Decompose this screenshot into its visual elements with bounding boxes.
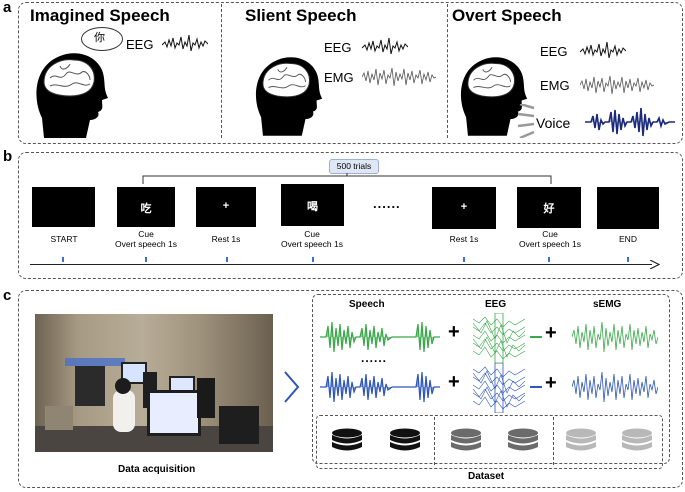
cue-1-character: 吃 [140,203,152,215]
imagined-eeg-signal [162,34,208,52]
speech-waveform-green [320,321,440,353]
rows-ellipsis: ...... [361,351,388,365]
panel-a-divider-1 [221,4,222,138]
silent-speech-title: Slient Speech [245,6,357,25]
rest-2-label: Rest 1s [449,234,479,244]
panel-b-label: b [3,148,13,165]
head-brain-icon-imagined [36,53,108,138]
panel-a-frame [18,2,683,144]
database-icon-light [566,428,596,451]
cue-1-label: Cue Overt speech 1s [115,229,177,249]
rest-1-label: Rest 1s [211,234,241,244]
rest-screen-1 [196,187,256,227]
panel-c-label: c [3,287,12,304]
timeline-tick [463,257,465,262]
panel-a-divider-2 [447,4,448,138]
lab-photo [35,314,273,452]
cue-3-label: Cue Overt speech 1s [519,229,581,249]
sequence-ellipsis: ...... [373,196,401,211]
cue-2-label: Cue Overt speech 1s [281,229,343,249]
database-icon-gray [508,428,538,451]
thought-bubble [81,27,123,51]
timeline-tick [312,257,314,262]
plus-sign: + [545,372,557,394]
silent-emg-signal [362,67,436,87]
speech-waveform-blue [320,371,440,403]
panel-c-frame [18,290,683,488]
eeg-column-header: EEG [485,299,507,310]
database-icon-gray [451,428,481,451]
imagined-speech-title: Imagined Speech [30,6,170,25]
flow-arrow-icon [284,371,300,403]
dataset-caption: Dataset [468,471,505,482]
end-label: END [619,234,637,244]
thought-bubble-text: 你 [94,32,105,44]
rest-screen-2 [432,187,496,229]
speech-column-header: Speech [349,299,385,310]
silent-emg-label: EMG [324,70,354,85]
eeg-multichannel-blue [473,363,525,413]
start-label: START [50,234,78,244]
cue-3-character: 好 [543,203,555,215]
plus-sign: + [448,371,460,393]
start-screen [32,187,95,227]
timeline-axis [30,264,652,265]
cue-screen-3 [517,187,581,228]
database-icon-black [332,428,362,451]
imagined-eeg-label: EEG [126,37,154,52]
head-brain-icon-overt [460,57,528,136]
database-group-frame [316,415,663,469]
overt-emg-signal [580,75,654,95]
voice-waveform [585,107,675,137]
data-acquisition-caption: Data acquisition [118,464,196,475]
database-divider-1 [434,417,435,465]
cue-screen-1 [117,187,175,227]
panel-a-label: a [3,0,12,16]
timeline-tick [62,257,64,262]
plus-sign: + [448,321,460,343]
semg-column-header: sEMG [593,299,622,310]
database-icon-light [622,428,652,451]
rest-2-cross: + [460,201,468,213]
timeline-tick [627,257,629,262]
database-divider-2 [553,417,554,465]
cue-2-character: 喝 [307,201,318,213]
trials-badge: 500 trials [329,159,379,174]
link-dash [530,336,542,338]
timeline-tick [145,257,147,262]
dataset-frame [312,294,670,464]
sound-waves-icon [517,104,535,138]
plus-sign: + [545,322,557,344]
head-brain-icon-silent [255,57,323,136]
semg-waveform-green [572,321,658,353]
timeline-tick [226,257,228,262]
timeline-tick [548,257,550,262]
eeg-multichannel-green [473,313,525,363]
overt-voice-label: Voice [536,115,571,131]
overt-speech-title: Overt Speech [452,6,562,25]
overt-eeg-label: EEG [540,44,568,59]
database-icon-black [390,428,420,451]
end-screen [597,187,659,229]
semg-waveform-blue [572,371,658,403]
cue-screen-2 [281,184,344,226]
trials-bracket [142,173,552,184]
rest-1-cross: + [222,200,230,212]
timeline-arrowhead-icon [650,260,660,269]
overt-emg-label: EMG [540,78,570,93]
link-dash [530,386,542,388]
panel-b-frame [18,152,683,279]
overt-eeg-signal [580,41,626,59]
silent-eeg-signal [362,37,408,55]
silent-eeg-label: EEG [324,40,352,55]
